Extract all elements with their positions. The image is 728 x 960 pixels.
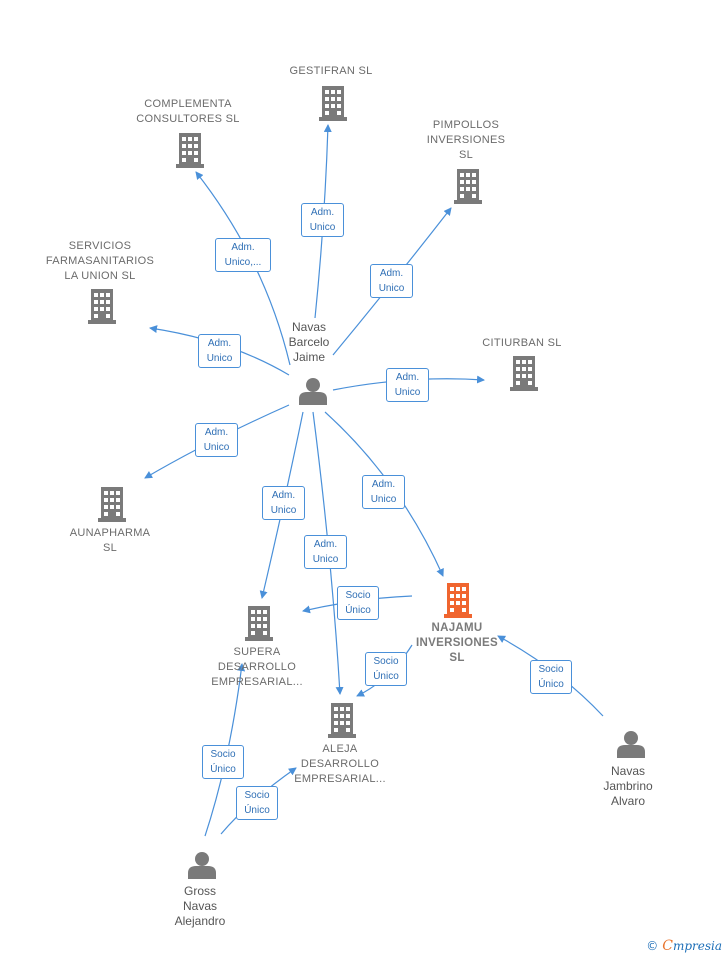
edge-label-jambrino-najamu[interactable]: Socio Único xyxy=(530,660,572,694)
edge-label-najamu-aleja[interactable]: Socio Único xyxy=(365,652,407,686)
edge-label-supera[interactable]: Adm. Unico xyxy=(262,486,305,520)
brand-first-letter: C xyxy=(662,938,673,954)
navas-jambrino-person-icon[interactable] xyxy=(617,731,645,758)
edge-label-gestifran[interactable]: Adm. Unico xyxy=(301,203,344,237)
edge-label-complementa[interactable]: Adm. Unico,... xyxy=(215,238,271,272)
edge-label-citiurban[interactable]: Adm. Unico xyxy=(386,368,429,402)
servicios-building-icon[interactable] xyxy=(88,289,116,324)
navas-barcelo-person-icon[interactable] xyxy=(299,378,327,405)
citiurban-label[interactable]: CITIURBAN SL xyxy=(482,337,562,349)
najamu-label[interactable]: NAJAMU INVERSIONES SL xyxy=(416,622,498,664)
najamu-building-icon[interactable] xyxy=(444,583,472,618)
empresia-brand: ©Cmpresia xyxy=(646,938,722,954)
aunapharma-label[interactable]: AUNAPHARMA SL xyxy=(69,527,151,554)
edge-label-aleja[interactable]: Adm. Unico xyxy=(304,535,347,569)
edge-label-servicios[interactable]: Adm. Unico xyxy=(198,334,241,368)
complementa-building-icon[interactable] xyxy=(176,133,204,168)
complementa-label[interactable]: COMPLEMENTA CONSULTORES SL xyxy=(136,98,240,125)
edge-label-najamu-supera[interactable]: Socio Único xyxy=(337,586,379,620)
gestifran-building-icon[interactable] xyxy=(319,86,347,121)
navas-jambrino-label[interactable]: Navas Jambrino Alvaro xyxy=(603,764,653,808)
supera-building-icon[interactable] xyxy=(245,606,273,641)
pimpollos-label[interactable]: PIMPOLLOS INVERSIONES SL xyxy=(426,119,506,161)
aleja-building-icon[interactable] xyxy=(328,703,356,738)
servicios-label[interactable]: SERVICIOS FARMASANITARIOS LA UNION SL xyxy=(45,240,155,282)
gross-person-icon[interactable] xyxy=(188,852,216,879)
aunapharma-building-icon[interactable] xyxy=(98,487,126,522)
edge-label-pimpollos[interactable]: Adm. Unico xyxy=(370,264,413,298)
pimpollos-building-icon[interactable] xyxy=(454,169,482,204)
gestifran-label[interactable]: GESTIFRAN SL xyxy=(289,65,373,77)
brand-name: mpresia xyxy=(672,939,722,953)
supera-label[interactable]: SUPERA DESARROLLO EMPRESARIAL... xyxy=(211,646,303,688)
navas-barcelo-label[interactable]: Navas Barcelo Jaime xyxy=(288,320,330,364)
copyright-icon: © xyxy=(646,939,659,953)
gross-label[interactable]: Gross Navas Alejandro xyxy=(174,884,226,928)
aleja-label[interactable]: ALEJA DESARROLLO EMPRESARIAL... xyxy=(294,743,386,785)
edge-label-aunapharma[interactable]: Adm. Unico xyxy=(195,423,238,457)
edge-label-najamu[interactable]: Adm. Unico xyxy=(362,475,405,509)
citiurban-building-icon[interactable] xyxy=(510,356,538,391)
edge-label-gross-supera[interactable]: Socio Único xyxy=(202,745,244,779)
edge-label-gross-aleja[interactable]: Socio Único xyxy=(236,786,278,820)
